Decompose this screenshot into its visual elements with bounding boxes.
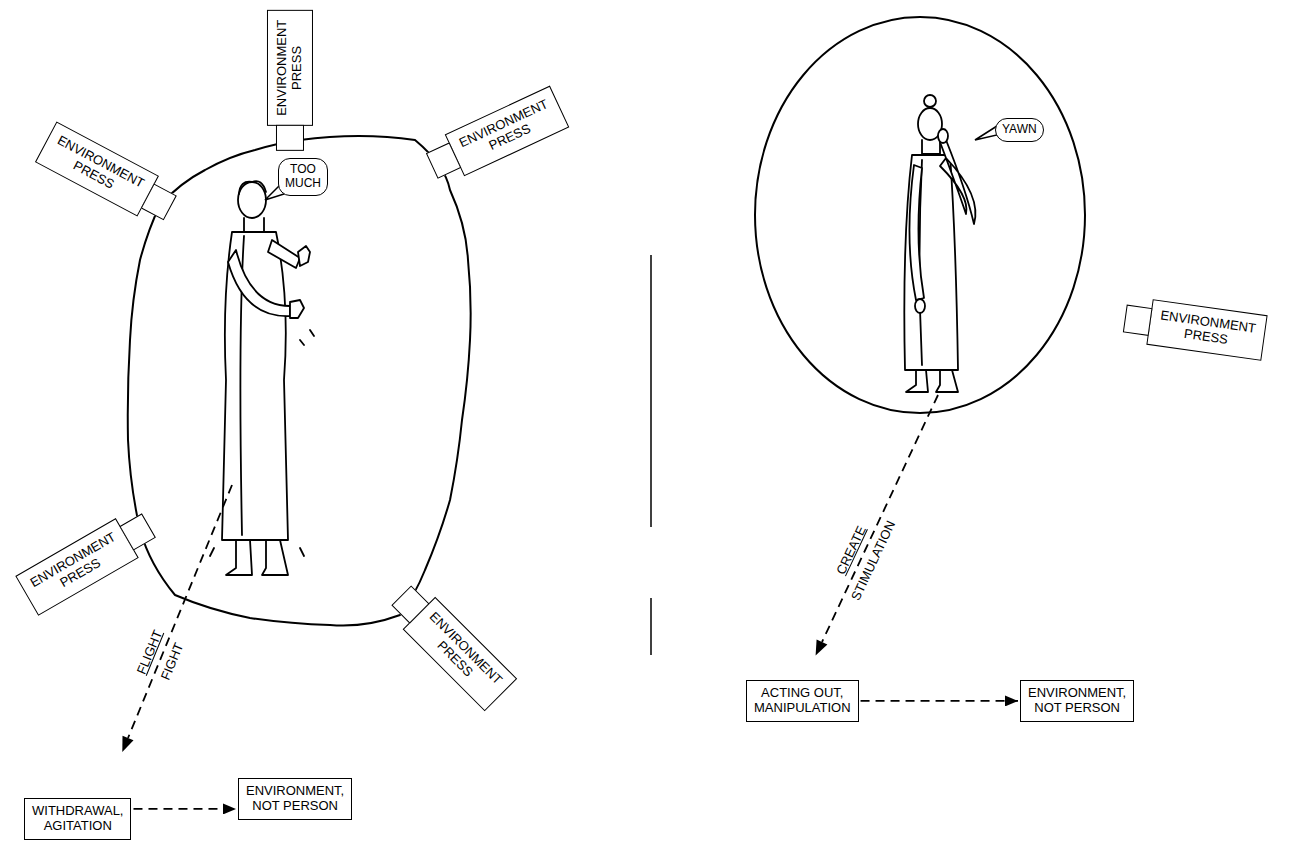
dashed-arrow [861,700,1018,702]
hand [938,129,948,143]
arrowhead [122,736,133,752]
node-text: ENVIRONMENT PRESS [48,134,147,205]
node-text: ACTING OUT, MANIPULATION [754,686,851,716]
contact-square [276,124,304,150]
raised-arm [268,240,300,268]
bent-arm [940,140,975,224]
arrow-label: FIGHT [159,641,187,683]
hand [915,299,925,313]
pressure-box: ENVIRONMENT PRESS [15,518,138,616]
node-text: YAWN [1002,123,1037,137]
hair [239,181,266,194]
bubble-tail [975,126,997,140]
node-text: ENVIRONMENT PRESS [275,20,305,116]
dashed-arrow [133,808,236,810]
outcome-box: ENVIRONMENT, NOT PERSON [238,778,352,820]
contact-square [119,514,156,551]
raised-arm [228,250,290,316]
robe [222,232,288,540]
pressure-box: ENVIRONMENT PRESS [1146,299,1267,361]
node-text: ENVIRONMENT PRESS [416,610,505,699]
node-text: ENVIRONMENT PRESS [28,530,126,604]
contact-square [392,586,430,624]
robe [904,155,958,370]
hand [290,300,304,318]
leg [262,540,288,575]
create-stimulation-arrow [822,395,938,642]
node-text: ENVIRONMENT, NOT PERSON [246,784,344,814]
panel-divider [650,598,652,655]
agitated-person [210,181,314,575]
leg [226,540,252,575]
bored-person [904,95,975,392]
node-text: ENVIRONMENT PRESS [1157,308,1256,351]
collar [922,140,940,154]
hanging-arm [909,165,924,300]
speech-bubble: TOO MUCH [278,158,328,196]
pressure-box: ENVIRONMENT PRESS [35,122,159,217]
node-text: WITHDRAWAL, AGITATION [32,804,123,834]
speech-bubble: YAWN [995,118,1044,142]
leg [906,370,928,392]
pressure-blob [128,136,471,626]
head [238,182,266,218]
pressure-box: ENVIRONMENT PRESS [403,597,517,711]
leg [936,370,958,392]
pressure-box: ENVIRONMENT PRESS [444,86,568,177]
node-text: TOO MUCH [285,163,321,191]
hair-bun [924,95,936,107]
motion-mark [210,330,314,556]
pressure-box: ENVIRONMENT PRESS [267,10,313,126]
panel-divider [650,255,652,527]
node-text: ENVIRONMENT, NOT PERSON [1028,686,1126,716]
outcome-box: ACTING OUT, MANIPULATION [746,680,859,722]
hand [298,246,310,266]
collar [244,218,264,232]
contact-square [141,184,177,221]
outcome-box: WITHDRAWAL, AGITATION [24,798,131,840]
contact-square [426,143,461,179]
node-text: ENVIRONMENT PRESS [457,97,556,165]
arrowhead [816,639,828,655]
outcome-box: ENVIRONMENT, NOT PERSON [1020,680,1134,722]
contact-square [1123,304,1153,335]
comfort-circle [755,17,1085,413]
